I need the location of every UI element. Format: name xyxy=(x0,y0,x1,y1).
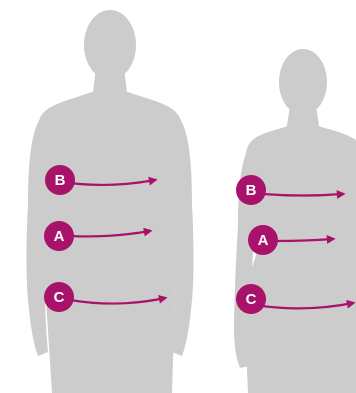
male-badge-b: B xyxy=(45,165,75,195)
female-torso xyxy=(244,126,356,393)
badge-label-c: C xyxy=(54,289,65,306)
badge-label-c: C xyxy=(246,291,257,308)
male-badge-a: A xyxy=(44,221,74,251)
badge-label-a: A xyxy=(54,228,65,245)
badge-label-b: B xyxy=(55,172,66,189)
male-silhouette xyxy=(27,10,194,393)
male-badge-c: C xyxy=(44,282,74,312)
female-silhouette xyxy=(234,49,356,393)
female-badge-c: C xyxy=(236,284,266,314)
female-badge-b: B xyxy=(236,175,266,205)
female-head xyxy=(279,49,327,115)
badge-label-b: B xyxy=(246,182,257,199)
female-badge-a: A xyxy=(248,225,278,255)
badge-label-a: A xyxy=(258,232,269,249)
